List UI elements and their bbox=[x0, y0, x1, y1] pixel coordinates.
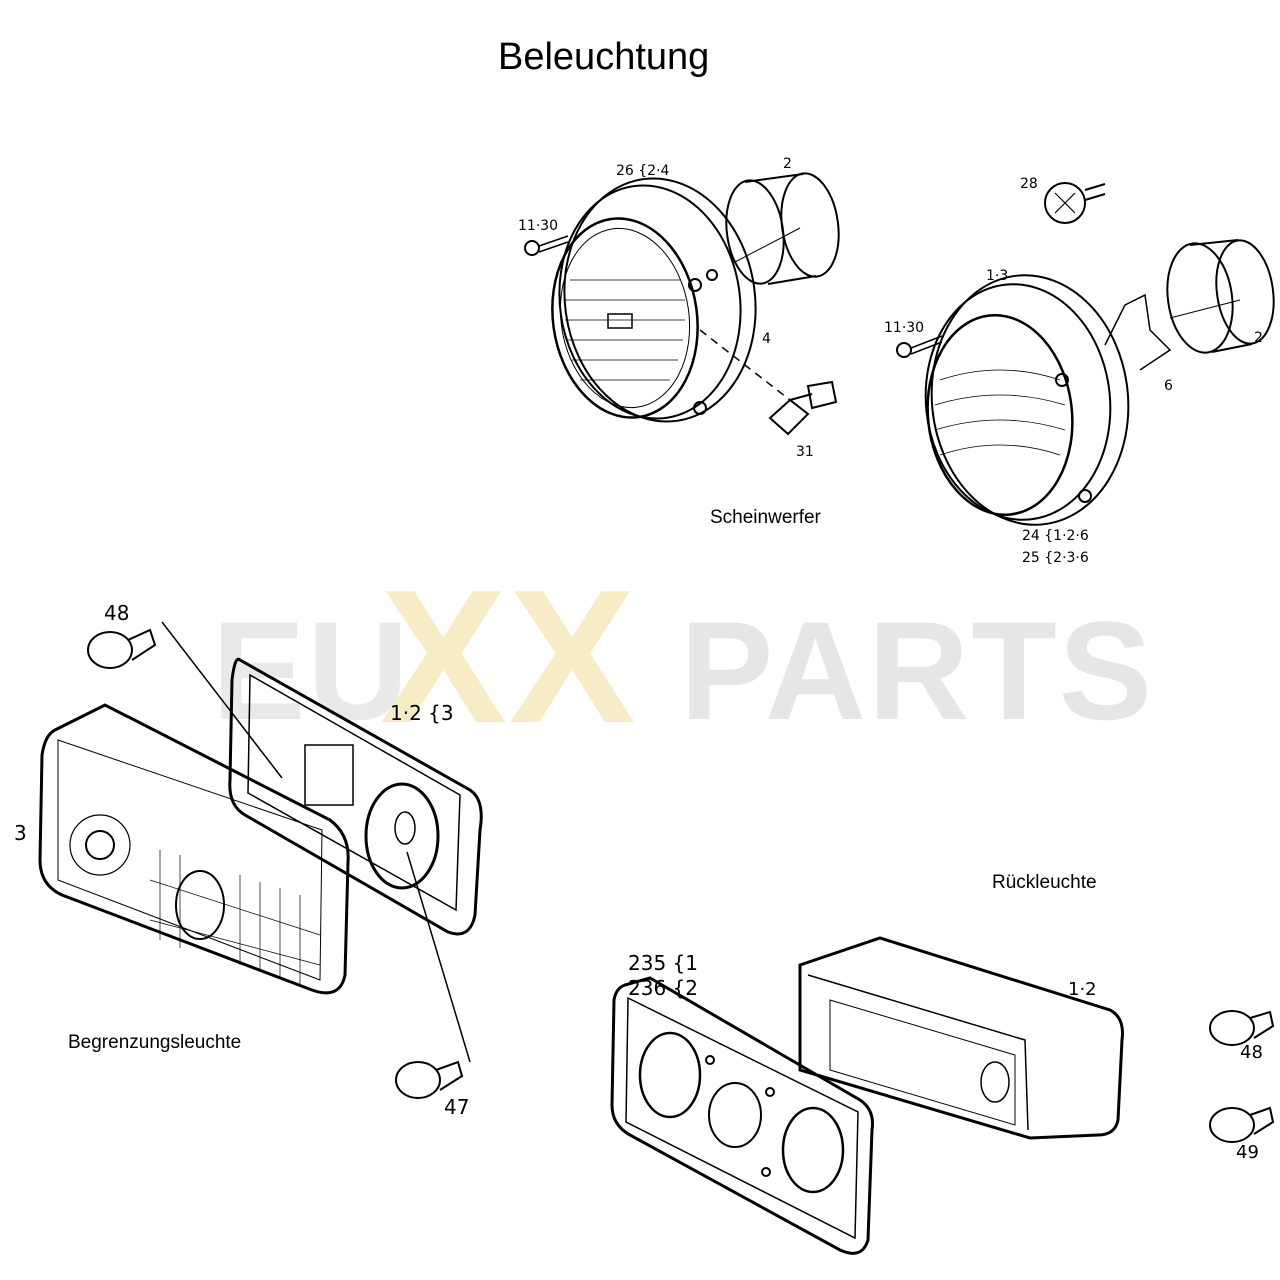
section-label-marker-light: Begrenzungsleuchte bbox=[68, 1032, 242, 1053]
callout-m-housing: 1·2 {3 bbox=[390, 701, 454, 725]
callout-t-lens-a: 235 {1 bbox=[628, 951, 698, 975]
watermark-eu: EU bbox=[212, 592, 411, 749]
headlight-1-lens-inner bbox=[559, 227, 691, 409]
callout-h1-screw: 11·30 bbox=[518, 218, 558, 234]
headlight-2-spring bbox=[1104, 293, 1172, 371]
headlight-1-bulb bbox=[768, 380, 838, 436]
marker-lens-face bbox=[57, 739, 323, 981]
headlight-2-lens-pattern bbox=[934, 369, 1066, 456]
marker-light-assembly: 48 1·2 {3 3 47 bbox=[14, 601, 483, 1119]
headlight-1-emblem bbox=[607, 313, 633, 329]
headlight-2-bolt-b bbox=[1078, 489, 1092, 503]
marker-lens-grid bbox=[149, 850, 321, 985]
tail-lens-center bbox=[708, 1082, 762, 1148]
marker-housing-tab bbox=[304, 744, 354, 806]
marker-housing-socket bbox=[394, 811, 416, 845]
page-title: Beleuchtung bbox=[498, 36, 710, 78]
tail-housing-socket bbox=[980, 1061, 1010, 1103]
headlight-1-bolt-b bbox=[693, 401, 707, 415]
callout-t-lens-b: 236 {2 bbox=[628, 976, 698, 1000]
tail-housing bbox=[798, 936, 1124, 1140]
headlight-1-bolt-c bbox=[706, 269, 718, 281]
marker-housing-inner bbox=[247, 673, 461, 912]
tail-light-assembly: 235 {1 236 {2 1·2 48 49 bbox=[610, 936, 1275, 1255]
headlight-2-bolt-a bbox=[1055, 373, 1069, 387]
callout-m-lens: 3 bbox=[14, 821, 27, 845]
headlight-1-assembly: 26 {2·4 11·30 2 4 31 bbox=[518, 156, 840, 460]
headlight-2-screw bbox=[896, 335, 943, 358]
headlight-2-leader bbox=[1169, 299, 1241, 319]
callout-h2-socket: 28 bbox=[1020, 176, 1038, 192]
watermark-xx: XX bbox=[380, 551, 638, 763]
tail-lens-screw-b bbox=[765, 1087, 775, 1097]
marker-lens-ring-outer bbox=[69, 814, 131, 876]
section-label-headlight: Scheinwerfer bbox=[710, 507, 821, 528]
headlight-2-socket bbox=[1044, 182, 1106, 224]
headlight-2-lens bbox=[926, 314, 1074, 516]
marker-leader-top bbox=[161, 621, 283, 779]
tail-housing-inner bbox=[829, 999, 1016, 1126]
callout-h1-wire: 4 bbox=[762, 331, 771, 347]
marker-housing-hole bbox=[364, 782, 440, 890]
marker-bulb-top bbox=[87, 628, 157, 669]
marker-lens-center bbox=[175, 870, 225, 940]
marker-leader-bottom bbox=[406, 851, 471, 1063]
headlight-1-lens-pattern bbox=[565, 279, 685, 381]
headlight-1-ring bbox=[563, 177, 757, 423]
callout-h1-bulb: 31 bbox=[796, 444, 814, 460]
callout-m-bulb-top: 48 bbox=[104, 601, 129, 625]
tail-bulb-a bbox=[1209, 1010, 1275, 1046]
tail-housing-edge bbox=[807, 974, 1029, 1131]
tail-bulb-b bbox=[1209, 1106, 1275, 1143]
headlight-2-housing bbox=[1166, 239, 1275, 354]
callout-h2-spring: 6 bbox=[1164, 378, 1173, 394]
callout-h2-adjust-b: 25 {2·3·6 bbox=[1022, 550, 1089, 566]
headlight-1-leader bbox=[699, 329, 791, 401]
marker-housing bbox=[228, 657, 483, 936]
marker-lens bbox=[38, 703, 350, 995]
tail-lens-right bbox=[781, 1106, 845, 1194]
section-label-tail-light: Rückleuchte bbox=[992, 872, 1097, 893]
callout-m-bulb-bottom: 47 bbox=[444, 1095, 469, 1119]
headlight-2-assembly: 28 1·3 11·30 2 6 24 {1·2·6 25 {2·3·6 bbox=[884, 176, 1275, 566]
headlight-1-housing bbox=[725, 172, 840, 285]
headlight-2-ring bbox=[930, 274, 1130, 526]
callout-h2-housing: 2 bbox=[1254, 330, 1263, 346]
tail-lens-screw-c bbox=[761, 1167, 771, 1177]
callout-h2-screw: 11·30 bbox=[884, 320, 924, 336]
tail-lens-screw-a bbox=[705, 1055, 715, 1065]
callout-h1-frame: 26 {2·4 bbox=[616, 163, 670, 179]
headlight-1-bolt-a bbox=[688, 278, 702, 292]
callout-t-bulb-a: 48 bbox=[1240, 1042, 1263, 1063]
marker-bulb-bottom bbox=[395, 1060, 464, 1099]
callout-h2-frame: 1·3 bbox=[986, 268, 1008, 284]
callout-h2-adjust-a: 24 {1·2·6 bbox=[1022, 528, 1089, 544]
headlight-1-ring-inner bbox=[558, 184, 742, 420]
watermark-parts: PARTS bbox=[680, 592, 1155, 749]
tail-lens-left bbox=[638, 1031, 702, 1119]
tail-lens bbox=[610, 976, 874, 1255]
callout-t-housing: 1·2 bbox=[1068, 979, 1097, 1000]
marker-lens-ring-inner bbox=[85, 830, 115, 860]
tail-lens-face bbox=[625, 996, 859, 1240]
callout-h1-housing: 2 bbox=[783, 156, 792, 172]
headlight-1-lens bbox=[551, 217, 699, 419]
callout-t-bulb-b: 49 bbox=[1236, 1142, 1259, 1163]
headlight-1-screw bbox=[524, 235, 569, 256]
